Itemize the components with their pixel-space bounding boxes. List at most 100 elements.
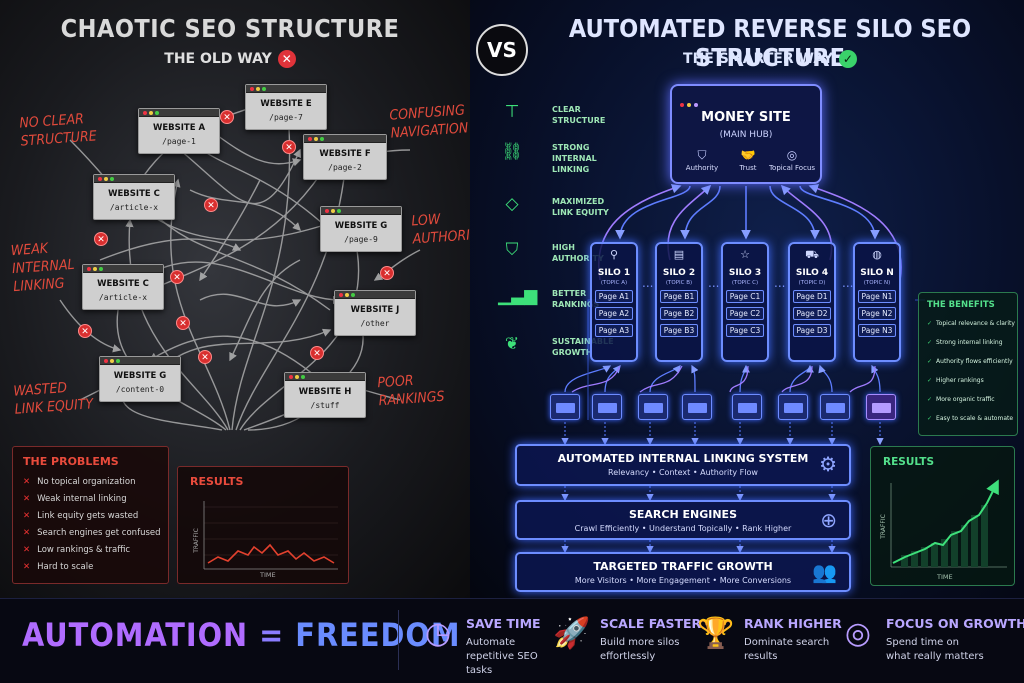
note-low-authority: LOW AUTHORITY <box>410 211 470 248</box>
mini-page-icon <box>866 394 896 420</box>
users-icon: 👥 <box>812 560 837 584</box>
magnifier-icon: ⊕ <box>820 508 837 532</box>
website-card: WEBSITE E/page-7 <box>245 84 327 130</box>
feature-save-time: ◷ SAVE TIME Automate repetitive SEO task… <box>418 614 558 676</box>
silo-page: Page B1 <box>660 290 698 303</box>
y-axis-label: TRAFFIC <box>192 528 200 553</box>
right-subtitle: THE SMARTER WAY✓ <box>540 50 1000 68</box>
side-benefits: ⊤CLEAR STRUCTURE ⛓STRONG INTERNAL LINKIN… <box>498 102 638 402</box>
silo-ellipsis: ... <box>774 276 786 290</box>
benefit-item: ✓Easy to scale & automate <box>927 415 1014 422</box>
left-subtitle: THE OLD WAY✕ <box>0 50 460 68</box>
star-icon: ☆ <box>740 248 750 261</box>
trust-item: 🤝Trust <box>724 148 772 172</box>
silo-page: Page B2 <box>660 307 698 320</box>
website-card: WEBSITE A/page-1 <box>138 108 220 154</box>
website-card: WEBSITE F/page-2 <box>303 134 387 180</box>
growing-traffic-chart <box>890 479 1007 568</box>
benefit-item: ✓More organic traffic <box>927 396 995 403</box>
x-axis-label: TIME <box>260 571 276 579</box>
side-benefit: ◇MAXIMIZED LINK EQUITY <box>498 194 638 224</box>
silo-page: Page C1 <box>726 290 764 303</box>
benefits-title: THE BENEFITS <box>927 300 995 310</box>
broken-link-icon: ✕ <box>204 198 218 212</box>
target-arrow-icon: ◎ <box>844 616 872 651</box>
linking-system-box: AUTOMATED INTERNAL LINKING SYSTEM Releva… <box>515 444 851 486</box>
website-card: WEBSITE G/page-9 <box>320 206 402 252</box>
broken-link-icon: ✕ <box>170 270 184 284</box>
broken-link-icon: ✕ <box>220 110 234 124</box>
mini-page-icon <box>592 394 622 420</box>
results-chart-old: RESULTS TRAFFIC TIME <box>177 466 349 584</box>
gears-icon: ⚙ <box>819 452 837 476</box>
y-axis-label: TRAFFIC <box>879 514 887 539</box>
search-engines-box: SEARCH ENGINES Crawl Efficiently • Under… <box>515 500 851 540</box>
check-badge-icon: ✓ <box>838 50 857 68</box>
broken-link-icon: ✕ <box>78 324 92 338</box>
feature-scale-faster: 🚀 SCALE FASTER Build more silos effortle… <box>553 616 702 662</box>
shield-star-icon: ⛉ <box>697 148 707 162</box>
website-card: WEBSITE C/article-x <box>82 264 164 310</box>
diamond-icon: ◇ <box>505 194 519 214</box>
shield-star-icon: ⛉ <box>505 240 519 260</box>
benefits-box: THE BENEFITS ✓Topical relevance & clarit… <box>918 292 1018 436</box>
mini-page-icon <box>820 394 850 420</box>
right-title: AUTOMATED REVERSE SILO SEO STRUCTURE <box>568 14 972 72</box>
vs-badge: VS <box>476 24 528 76</box>
silo-page: Page A1 <box>595 290 633 303</box>
chaotic-panel: CHAOTIC SEO STRUCTURE THE OLD WAY✕ WEBSI… <box>0 0 470 598</box>
silo-page: Page A2 <box>595 307 633 320</box>
money-site-subtitle: (MAIN HUB) <box>719 130 773 140</box>
divider <box>398 610 399 670</box>
bar-growth-icon: ▁▃▆ <box>498 286 538 306</box>
results-title: RESULTS <box>190 475 244 488</box>
window-dots <box>680 92 701 111</box>
note-poor-rankings: POOR RANKINGS <box>376 372 446 410</box>
problem-item: ✕No topical organization <box>23 477 136 487</box>
silo-page: Page N3 <box>858 324 896 337</box>
benefit-item: ✓Authority flows efficiently <box>927 358 1013 365</box>
link-icon: ⛓ <box>501 142 523 162</box>
problems-title: THE PROBLEMS <box>23 455 119 468</box>
website-card: WEBSITE G/content-0 <box>99 356 181 402</box>
trophy-icon: 🏆 <box>697 616 735 651</box>
silo-page: Page C2 <box>726 307 764 320</box>
website-card: WEBSITE J/other <box>334 290 416 336</box>
silo-card: ☆ SILO 3 (TOPIC C) Page C1 Page C2 Page … <box>721 242 769 362</box>
results-title: RESULTS <box>883 456 935 468</box>
rocket-icon: 🚀 <box>553 616 591 651</box>
silo-page: Page A3 <box>595 324 633 337</box>
problem-item: ✕Weak internal linking <box>23 494 127 504</box>
broken-link-icon: ✕ <box>380 266 394 280</box>
benefit-item: ✓Higher rankings <box>927 377 984 384</box>
clock-icon: ◷ <box>424 616 452 651</box>
mini-page-icon <box>638 394 668 420</box>
side-benefit: ▁▃▆BETTER RANKINGS <box>498 286 600 309</box>
authority-item: ⛉Authority <box>678 148 726 172</box>
broken-link-icon: ✕ <box>310 346 324 360</box>
left-title: CHAOTIC SEO STRUCTURE <box>60 14 400 43</box>
silo-card: ⚲ SILO 1 (TOPIC A) Page A1 Page A2 Page … <box>590 242 638 362</box>
money-site-hub: MONEY SITE (MAIN HUB) ⛉Authority 🤝Trust … <box>670 84 822 184</box>
benefit-item: ✓Topical relevance & clarity <box>927 320 1015 327</box>
side-benefit: ⛓STRONG INTERNAL LINKING <box>498 142 638 182</box>
broken-link-icon: ✕ <box>176 316 190 330</box>
side-benefit: ❦SUSTAINABLE GROWTH <box>498 334 638 364</box>
silo-ellipsis: ... <box>708 276 720 290</box>
silo-page: Page D3 <box>793 324 831 337</box>
side-benefit: ⊤CLEAR STRUCTURE <box>498 102 638 132</box>
automation-freedom-slogan: AUTOMATION = FREEDOM <box>22 616 461 654</box>
silo-page: Page D1 <box>793 290 831 303</box>
leaf-icon: ❦ <box>504 334 520 354</box>
hierarchy-icon: ⊤ <box>504 102 520 122</box>
feature-rank-higher: 🏆 RANK HIGHER Dominate search results <box>697 616 842 662</box>
mini-page-icon <box>550 394 580 420</box>
side-benefit: ⛉HIGH AUTHORITY <box>498 240 638 270</box>
silo-page: Page B3 <box>660 324 698 337</box>
handshake-icon: 🤝 <box>740 148 756 162</box>
results-chart-new: RESULTS TRAFFIC TIME <box>870 446 1015 586</box>
note-no-clear-structure: NO CLEAR STRUCTURE <box>18 111 98 150</box>
feature-focus-growth: ◎ FOCUS ON GROWTH Spend time on what rea… <box>838 614 1024 674</box>
silo-card: ◍ SILO N (TOPIC N) Page N1 Page N2 Page … <box>853 242 901 362</box>
globe-icon: ◍ <box>872 248 882 261</box>
